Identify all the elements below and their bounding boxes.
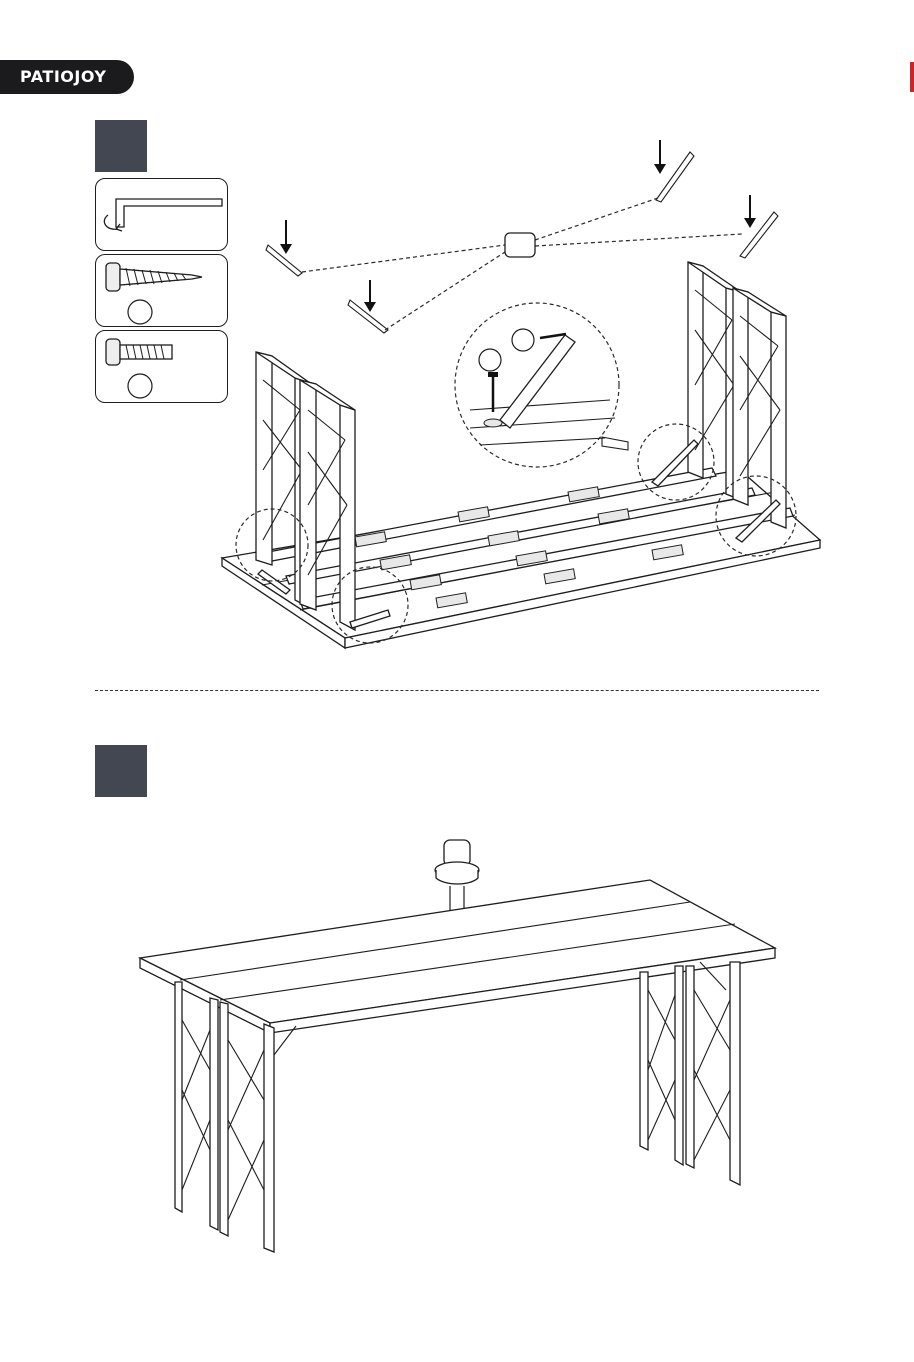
page-edge-mark [910,62,914,92]
assembled-right-leg [640,962,740,1185]
brand-logo-text: PATIOJOY [20,67,106,86]
bracket-drop-tr [654,140,694,202]
bracket-drop-bl [348,280,388,333]
callout-label-box [505,233,535,257]
figure-assembled-table [0,820,914,1270]
bracket-drop-tl [266,220,302,276]
figure-table-underside [0,130,914,670]
bracket-detail-magnifier [455,303,628,467]
bracket-drop-br [740,195,778,258]
section-divider [95,690,819,691]
brand-logo: PATIOJOY [0,60,134,94]
step-number-box-2 [95,745,147,797]
